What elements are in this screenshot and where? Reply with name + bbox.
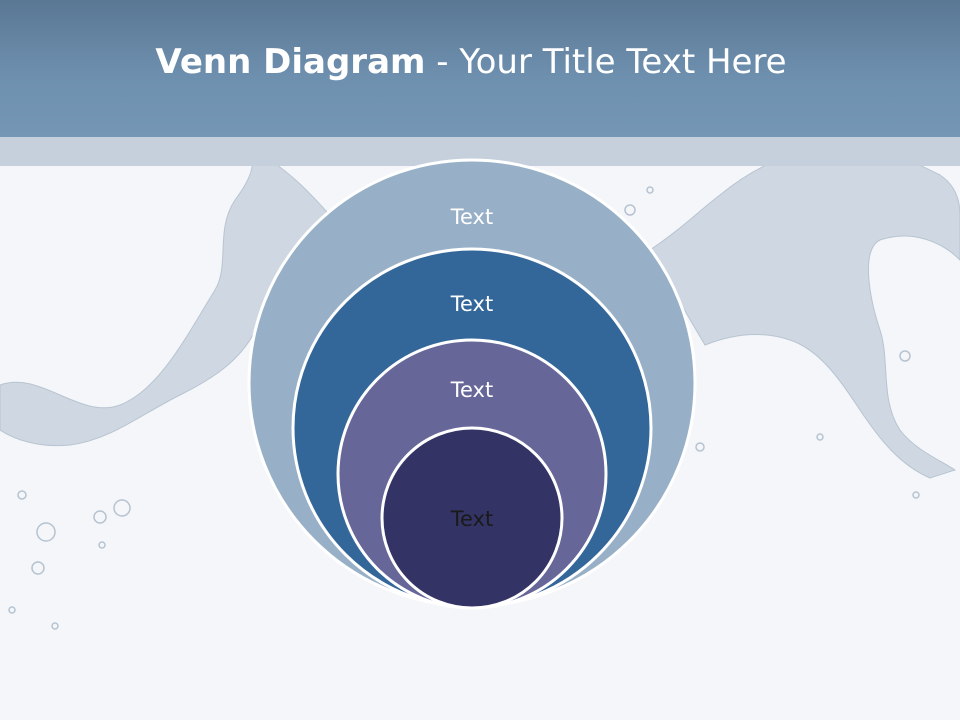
title-bar: [0, 0, 960, 137]
venn-ring-outer-label: Text: [450, 205, 493, 229]
venn-ring-third-label: Text: [450, 378, 493, 402]
venn-ring-second-label: Text: [450, 292, 493, 316]
slide-title-rest: - Your Title Text Here: [425, 42, 787, 82]
venn-ring-inner-label: Text: [450, 507, 493, 531]
venn-ring-inner: [380, 426, 564, 610]
slide-title: Venn Diagram - Your Title Text Here: [0, 42, 942, 82]
slide-title-bold: Venn Diagram: [155, 42, 426, 82]
